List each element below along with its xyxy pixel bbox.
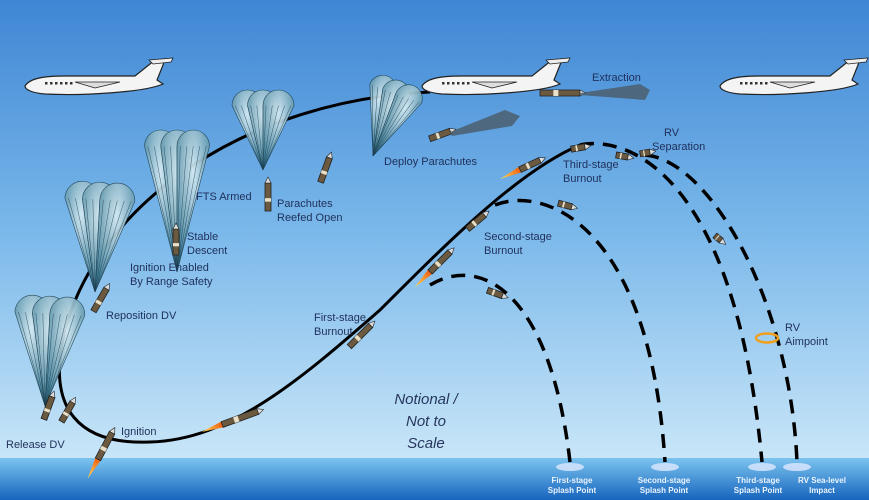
- label-ignition: Ignition: [121, 426, 157, 438]
- note-line: Not to Scale: [405, 413, 447, 452]
- second-stage-trajectory: [494, 198, 667, 463]
- label-ignition-enabled: Ignition Enabled By Range Safety: [130, 261, 213, 289]
- target-vehicle-icon: [570, 143, 592, 153]
- target-vehicle-icon: [485, 286, 509, 300]
- parachute-cluster-icon: [14, 294, 86, 407]
- label-line: Aimpoint: [785, 336, 828, 348]
- label-rv-aimpoint: RV Aimpoint: [785, 321, 828, 349]
- label-line: Splash Point: [547, 486, 597, 495]
- target-vehicle-icon: [201, 408, 265, 433]
- label-reposition-dv: Reposition DV: [106, 310, 177, 322]
- c17-aircraft-icon: [719, 57, 869, 96]
- target-vehicle-icon: [58, 396, 76, 424]
- label-line: Descent: [187, 245, 228, 257]
- label-rv-separation: RV Separation: [652, 126, 705, 154]
- label-line: Second-stage: [484, 231, 552, 243]
- label-line: Splash Point: [733, 486, 783, 495]
- splash-point: [783, 463, 811, 471]
- target-vehicle-icon: [264, 176, 272, 212]
- label-line: RV: [785, 322, 801, 334]
- splash-point: [651, 463, 679, 471]
- label-line: First-stage: [314, 312, 366, 324]
- label-line: Ignition Enabled: [130, 262, 209, 274]
- label-line: Reefed Open: [277, 212, 343, 224]
- c17-aircraft-icon: [421, 57, 571, 96]
- label-line: RV Sea-level: [798, 476, 846, 485]
- target-vehicle-icon: [40, 390, 56, 421]
- label-extraction: Extraction: [592, 72, 641, 84]
- target-vehicle-icon: [317, 151, 333, 184]
- parachute-cluster-icon: [369, 75, 423, 157]
- label-line: Third-stage: [736, 476, 780, 485]
- label-line: RV: [664, 127, 680, 139]
- notional-note: Notional / Not to Scale: [386, 389, 466, 455]
- rv-aimpoint-ring: [754, 332, 780, 344]
- parachute-cluster-icon: [231, 89, 295, 171]
- target-vehicle-icon: [556, 199, 579, 211]
- label-line: Splash Point: [639, 486, 689, 495]
- target-vehicle-icon: [414, 247, 455, 288]
- target-vehicle-icon: [87, 426, 116, 479]
- label-line: Burnout: [563, 173, 602, 185]
- target-vehicle-icon: [712, 232, 727, 245]
- label-line: Second-stage: [637, 476, 691, 485]
- label-line: Burnout: [314, 326, 353, 338]
- parachute-cluster-icon: [64, 180, 136, 293]
- target-vehicle-icon: [346, 320, 376, 350]
- label-line: Burnout: [484, 245, 523, 257]
- label-line: By Range Safety: [130, 276, 213, 288]
- label-line: First-stage: [551, 476, 593, 485]
- target-vehicle-icon: [639, 148, 657, 158]
- label-line: Third-stage: [563, 159, 619, 171]
- note-line: Notional /: [394, 391, 458, 408]
- target-vehicle-icon: [539, 89, 587, 97]
- sea: [0, 458, 869, 500]
- label-line: Impact: [809, 486, 835, 495]
- label-fts-armed: FTS Armed: [196, 191, 252, 203]
- c17-aircraft-icon: [24, 57, 174, 96]
- extraction-chute-icon: [580, 84, 650, 100]
- target-vehicle-icon: [465, 210, 490, 232]
- splash-point: [556, 463, 584, 471]
- target-vehicle-icon: [172, 222, 180, 256]
- target-vehicle-icon: [615, 151, 635, 161]
- label-line: Parachutes: [277, 198, 333, 210]
- label-line: Stable: [187, 231, 219, 243]
- deploy-chute-icon: [450, 110, 520, 136]
- parachute-cluster-icon: [144, 129, 210, 273]
- target-vehicle-icon: [90, 282, 110, 314]
- label-release-dv: Release DV: [6, 439, 65, 451]
- target-vehicle-icon: [500, 157, 547, 179]
- splash-point: [748, 463, 776, 471]
- label-deploy-parachutes: Deploy Parachutes: [384, 156, 477, 168]
- rv-trajectory: [644, 153, 799, 463]
- label-line: Separation: [652, 141, 706, 153]
